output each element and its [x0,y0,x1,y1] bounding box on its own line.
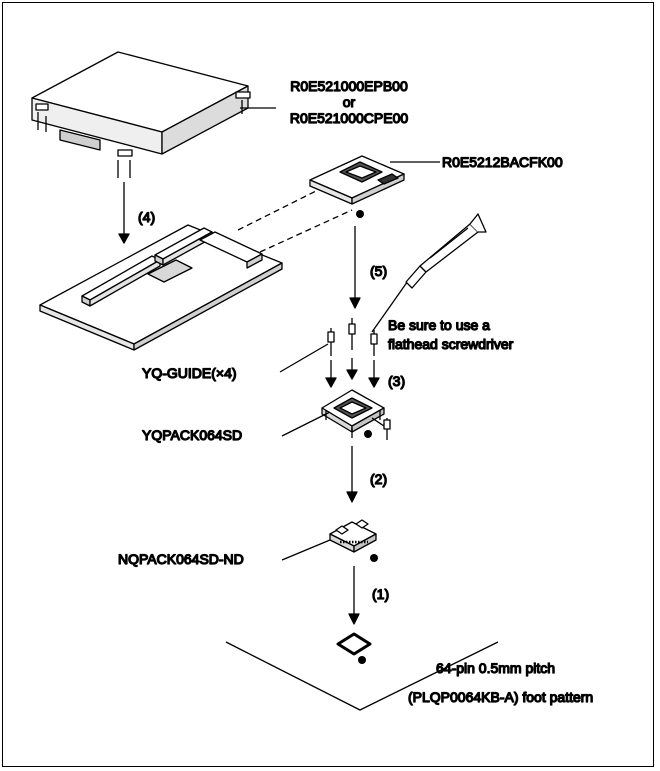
nqpack-leader [281,539,331,561]
nqpack-label: NQPACK064SD-ND [118,551,244,567]
emulator-board [39,224,283,351]
arrow-step5 [349,226,361,309]
arrow-step2 [346,446,358,503]
step-5-label: (5) [370,263,387,279]
cable-dash-bottom [259,209,353,253]
guide-screw-right [370,330,378,356]
guide-screw-left [327,328,335,356]
emulator-label-line2: R0E521000CPE00 [290,110,409,126]
yqpack-label: YQPACK064SD [142,427,242,443]
cable-dash-top [237,189,319,231]
note-line2: flathead screwdriver [388,336,514,352]
note-line1: Be sure to use a [388,317,490,333]
yqpack-pin1-dot-icon [364,430,372,438]
step-2-label: (2) [370,471,387,487]
guide-label: YQ-GUIDE(×4) [142,365,237,381]
emulator-label-line1: R0E521000EPB00 [290,78,408,94]
nqpack-socket [329,519,377,553]
adapter-board [309,155,405,205]
emulator-pod [31,51,251,178]
foot-pattern [336,632,372,656]
foot-label-line1: 64-pin 0.5mm pitch [436,660,555,676]
guide-leader [279,343,329,373]
step-4-label: (4) [138,209,155,225]
pcb-surface [225,641,499,711]
yqpack-leader [281,411,331,437]
arrow-step3-center [346,358,358,380]
adapter-label: R0E5212BACFK00 [442,154,563,170]
screwdriver-icon [371,213,487,333]
arrow-step4 [118,182,130,244]
yqpack-socket [321,389,391,440]
foot-label-line2: (PLQP0064KB-A) foot pattern [408,689,593,705]
arrow-step3-right [368,360,380,388]
foot-pin1-dot-icon [358,656,366,664]
step-1-label: (1) [372,586,389,602]
nqpack-pin1-dot-icon [370,554,378,562]
step-3-label: (3) [388,373,405,389]
arrow-step1 [348,566,360,625]
emulator-label-or: or [343,94,356,110]
arrow-step3-left [325,360,337,388]
pin1-dot-icon [356,210,364,218]
guide-screw-center [348,318,356,350]
